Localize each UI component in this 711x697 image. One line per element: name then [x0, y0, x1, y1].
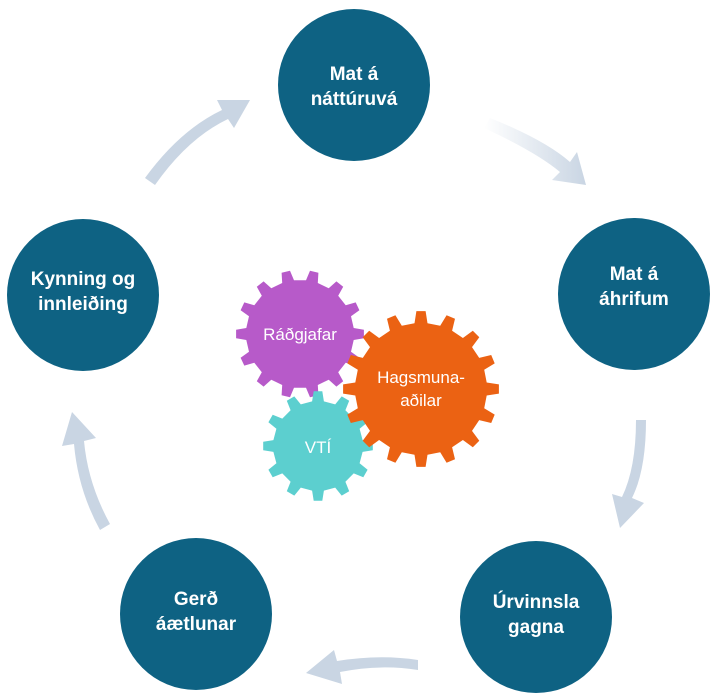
node-mat-natturuva: Mat á náttúruvá [278, 9, 430, 161]
gear-label-hagsmuna-line2: aðilar [400, 391, 442, 410]
node-label-line1: Gerð [174, 589, 218, 610]
node-label-line2: áhrifum [599, 289, 669, 310]
gears-group: Ráðgjafar VTÍ Hagsmuna- aðilar [236, 270, 499, 501]
node-label-line2: innleiðing [38, 294, 128, 315]
arrow-natturuva-to-ahrifum [484, 118, 586, 185]
node-label-line1: Mat á [330, 64, 379, 85]
arrow-urvinnsla-to-gerd [306, 650, 418, 684]
gear-label-vti: VTÍ [305, 438, 332, 457]
node-urvinnsla-gagna: Úrvinnsla gagna [460, 541, 612, 693]
node-gerd-aaetlunar: Gerð áætlunar [120, 538, 272, 690]
arrow-ahrifum-to-urvinnsla [612, 420, 646, 528]
arrow-gerd-to-kynning [62, 412, 110, 530]
node-mat-ahrifum: Mat á áhrifum [558, 218, 710, 370]
gear-hagsmunaadilar: Hagsmuna- aðilar [343, 311, 499, 467]
gear-label-radgjafar: Ráðgjafar [263, 325, 337, 344]
gear-label-hagsmuna-line1: Hagsmuna- [377, 368, 465, 387]
process-nodes: Mat á náttúruvá Mat á áhrifum Úrvinnsla … [7, 9, 710, 693]
cycle-arrows [62, 100, 646, 684]
node-kynning-innleiding: Kynning og innleiðing [7, 219, 159, 371]
node-label-line1: Kynning og [31, 269, 135, 290]
node-label-line1: Mat á [610, 264, 659, 285]
node-label-line2: náttúruvá [311, 89, 398, 110]
gear-vti: VTÍ [263, 391, 373, 501]
node-label-line2: áætlunar [156, 614, 237, 635]
node-label-line1: Úrvinnsla [493, 591, 580, 613]
node-label-line2: gagna [508, 617, 564, 638]
gear-radgjafar: Ráðgjafar [236, 270, 364, 398]
arrow-kynning-to-natturuva [145, 100, 250, 185]
